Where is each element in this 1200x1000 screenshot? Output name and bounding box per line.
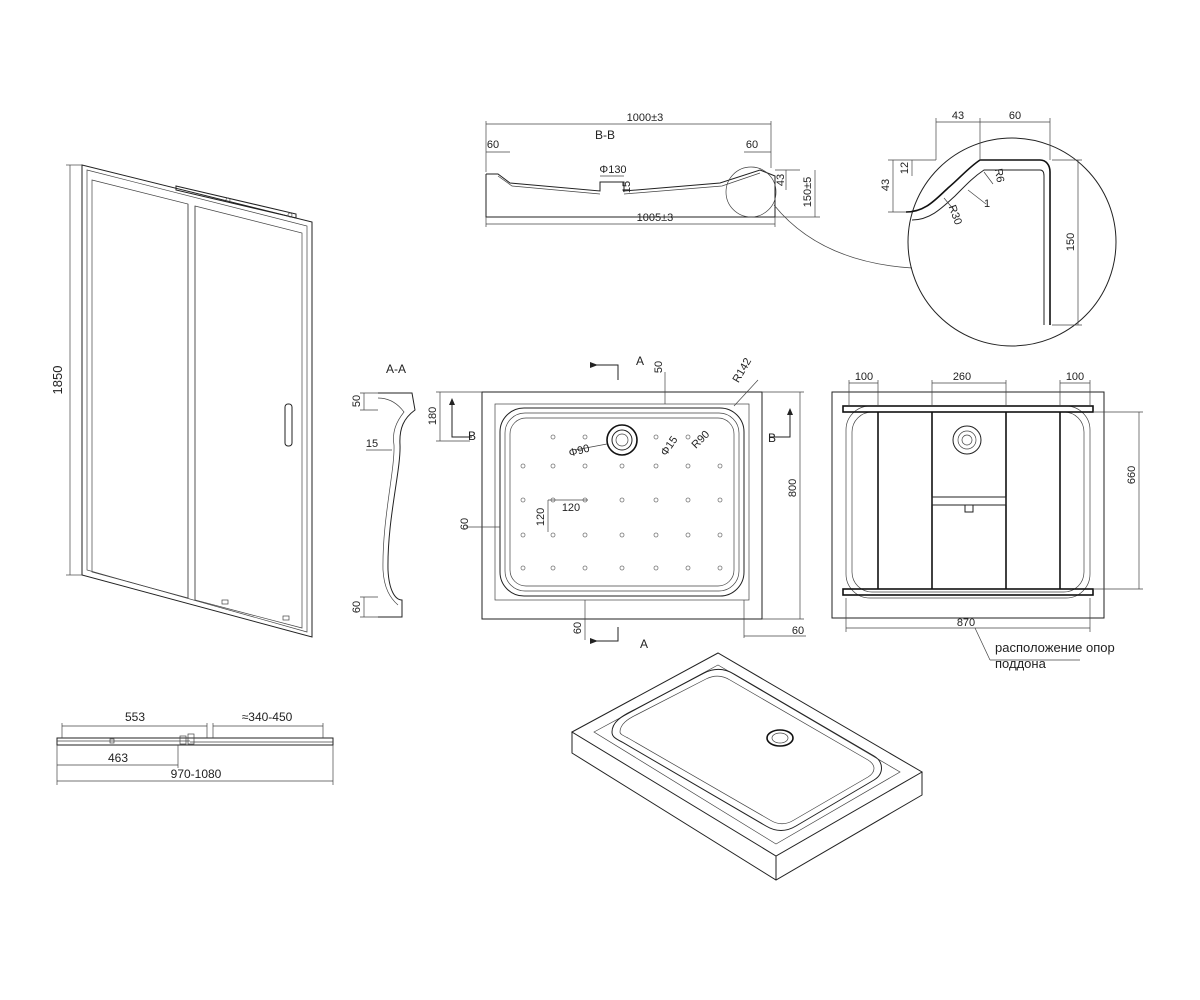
dim-43: 43 (775, 174, 787, 186)
support-bar-top (842, 405, 1094, 413)
sup-dim-100-right: 100 (1066, 371, 1084, 383)
supports-layout: 100 260 100 660 870 расположение опор по… (831, 371, 1143, 671)
sup-dim-260: 260 (953, 371, 971, 383)
aa-dim-15: 15 (366, 438, 378, 450)
detail-dim-1: 1 (984, 198, 990, 210)
section-bb: B-B 1000±3 60 60 Φ130 15 1005±3 43 150±5 (485, 112, 913, 269)
plan-dim-60-right: 60 (792, 625, 804, 637)
plan-dim-60-left: 60 (459, 518, 471, 530)
detail-r6: R6 (992, 168, 1006, 184)
dim-463: 463 (108, 751, 128, 765)
door-top-view: 553 ≈340-450 463 970-1080 (56, 710, 334, 785)
door-front-view: 1850 (50, 164, 313, 638)
plan-dim-180: 180 (427, 407, 439, 425)
detail-dim-43-side: 43 (880, 179, 892, 191)
dim-1005: 1005±3 (637, 212, 674, 224)
dim-970-1080: 970-1080 (171, 767, 222, 781)
door-height-label: 1850 (50, 366, 65, 395)
supports-caption-line1: расположение опор (995, 640, 1115, 655)
dim-rim-left: 60 (487, 139, 499, 151)
dim-drain-15: 15 (621, 181, 633, 193)
plan-drain (606, 424, 638, 456)
plan-label-b-right: B (768, 431, 776, 445)
aa-dim-50: 50 (351, 395, 363, 407)
detail-dim-12: 12 (899, 162, 911, 174)
detail-dim-60-top: 60 (1009, 110, 1021, 122)
plan-dim-120-v: 120 (535, 508, 547, 526)
plan-label-a-top: A (636, 354, 644, 368)
dim-340-450: ≈340-450 (242, 710, 293, 724)
rim-detail: 43 60 43 12 R6 R30 1 150 (880, 110, 1117, 347)
plan-r90: R90 (689, 428, 712, 451)
plan-dim-50: 50 (653, 361, 665, 373)
door-handle (284, 403, 293, 447)
dim-553: 553 (125, 710, 145, 724)
anti-slip-dots (520, 434, 723, 571)
section-aa-title: A-A (386, 362, 406, 376)
plan-r142: R142 (731, 356, 755, 385)
support-bar-bottom (842, 588, 1094, 596)
detail-dim-150: 150 (1065, 233, 1077, 251)
plan-dim-60-bottom: 60 (572, 622, 584, 634)
tray-isometric-view (570, 652, 923, 881)
dim-150: 150±5 (802, 177, 814, 208)
section-bb-title: B-B (595, 128, 615, 142)
sup-dim-870: 870 (957, 617, 975, 629)
supports-caption-line2: поддона (995, 656, 1047, 671)
plan-d15: Φ15 (659, 434, 681, 458)
iso-drain (766, 729, 794, 747)
plan-dim-120-h: 120 (562, 502, 580, 514)
dim-1000: 1000±3 (627, 112, 664, 124)
aa-dim-60: 60 (351, 601, 363, 613)
plan-d90: Φ90 (568, 443, 591, 460)
sup-dim-660: 660 (1126, 466, 1138, 484)
plan-label-b-left: B (468, 429, 476, 443)
sup-dim-100-left: 100 (855, 371, 873, 383)
plan-label-a-bottom: A (640, 637, 648, 651)
detail-dim-43-top: 43 (952, 110, 964, 122)
tray-plan-view: 120 120 Φ90 Φ15 R90 R142 50 A A B B 180 … (427, 354, 806, 651)
detail-r30: R30 (946, 203, 964, 226)
dim-rim-right: 60 (746, 139, 758, 151)
plan-dim-800: 800 (787, 479, 799, 497)
section-aa: A-A 50 15 60 (351, 362, 416, 618)
dim-drain-130: Φ130 (599, 164, 626, 176)
